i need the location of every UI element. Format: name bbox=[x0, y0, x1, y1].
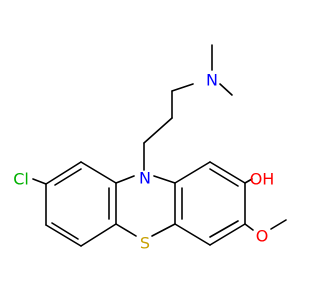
left-benzene-ring bbox=[45, 161, 117, 247]
bond bbox=[244, 178, 253, 184]
bond bbox=[209, 220, 239, 238]
methoxy-oxygen-label: O bbox=[256, 227, 269, 246]
side-chain bbox=[143, 44, 233, 171]
bond bbox=[54, 168, 82, 186]
bond bbox=[174, 223, 211, 246]
bond bbox=[219, 83, 233, 96]
bond bbox=[153, 175, 176, 184]
bond bbox=[143, 117, 173, 144]
sulfur-label: S bbox=[140, 234, 150, 253]
structure-diagram: N N Cl OH O S bbox=[13, 44, 287, 253]
bond bbox=[151, 223, 176, 237]
substituents bbox=[32, 178, 287, 231]
bond bbox=[174, 161, 211, 184]
bond bbox=[45, 161, 82, 185]
central-ring bbox=[115, 175, 176, 237]
bond bbox=[244, 223, 254, 231]
bond bbox=[209, 161, 246, 184]
dimethylamino-nitrogen-label: N bbox=[206, 71, 218, 90]
bond bbox=[270, 219, 287, 230]
bond bbox=[209, 168, 239, 187]
bond bbox=[80, 223, 117, 247]
bond bbox=[171, 83, 194, 92]
bond bbox=[115, 223, 137, 237]
hydroxyl-label: OH bbox=[250, 170, 275, 189]
ring-nitrogen-label: N bbox=[139, 169, 151, 188]
bond bbox=[32, 178, 47, 185]
bond bbox=[51, 222, 79, 240]
right-benzene-ring bbox=[174, 161, 246, 246]
bond bbox=[209, 223, 246, 246]
bond bbox=[115, 175, 135, 184]
bond bbox=[45, 224, 82, 247]
bond bbox=[80, 161, 117, 184]
chlorine-label: Cl bbox=[13, 170, 29, 189]
